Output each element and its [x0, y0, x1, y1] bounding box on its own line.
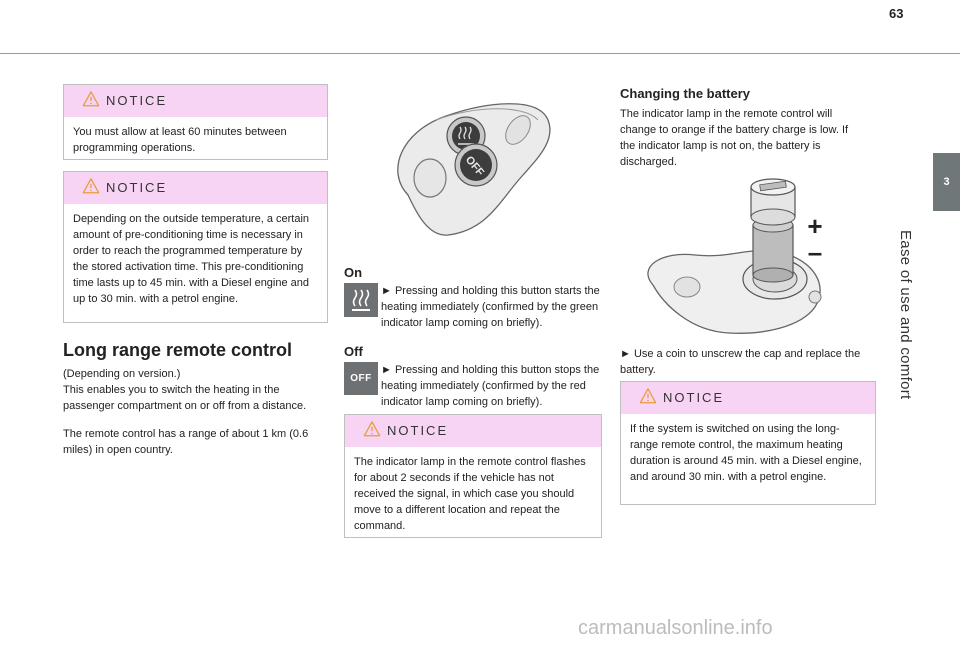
paragraph-description: This enables you to switch the heating i… [63, 384, 307, 412]
notice-text: Depending on the outside temperature, a … [73, 213, 310, 305]
off-icon-label: OFF [350, 373, 372, 384]
notice-header: NOTICE [64, 172, 327, 204]
heading-on: On [344, 265, 363, 280]
notice-text: You must allow at least 60 minutes betwe… [73, 126, 287, 154]
notice-box-3: NOTICE The indicator lamp in the remote … [344, 414, 602, 538]
remote-control-illustration: OFF [397, 103, 551, 236]
notice-box-4: NOTICE If the system is switched on usin… [620, 381, 876, 505]
header-rule [0, 53, 960, 54]
on-text: ► Pressing and holding this button start… [381, 285, 600, 329]
notice-box-2: NOTICE Depending on the outside temperat… [63, 171, 328, 323]
battery-replacement-illustration: + – [647, 178, 823, 334]
chapter-title-text: Ease of use and comfort [897, 230, 914, 400]
section-heading-remote: Long range remote control [63, 340, 293, 360]
chapter-title: Ease of use and comfort [880, 230, 930, 430]
notice-header: NOTICE [345, 415, 601, 447]
heading-changing-battery: Changing the battery [620, 86, 751, 101]
notice-header: NOTICE [621, 382, 875, 414]
watermark: carmanualsonline.info [578, 617, 773, 639]
on-description: ► Pressing and holding this button start… [344, 283, 601, 331]
warning-icon [82, 178, 100, 194]
off-text: ► Pressing and holding this button stops… [381, 364, 600, 408]
warning-icon [639, 388, 657, 404]
notice-box-1: NOTICE You must allow at least 60 minute… [63, 84, 328, 160]
notice-title: NOTICE [663, 390, 725, 405]
notice-header: NOTICE [64, 85, 327, 117]
heating-on-icon [344, 283, 378, 317]
notice-text: If the system is switched on using the l… [630, 423, 862, 483]
page-number: 63 [889, 6, 904, 21]
notice-title: NOTICE [106, 93, 168, 108]
battery-minus-sign: – [808, 237, 822, 267]
heading-off: Off [344, 344, 363, 359]
chapter-tab[interactable]: 3 [933, 153, 960, 211]
notice-title: NOTICE [106, 180, 168, 195]
notice-text: The indicator lamp in the remote control… [354, 456, 586, 532]
paragraph-version: (Depending on version.) [63, 368, 181, 380]
battery-intro: The indicator lamp in the remote control… [620, 108, 849, 168]
warning-icon [363, 421, 381, 437]
warning-icon [82, 91, 100, 107]
paragraph-range: The remote control has a range of about … [63, 428, 309, 456]
battery-step: ► Use a coin to unscrew the cap and repl… [620, 348, 861, 376]
off-description: ► Pressing and holding this button stops… [344, 362, 601, 410]
battery-plus-sign: + [807, 211, 822, 241]
heating-off-icon: OFF [344, 362, 378, 395]
notice-title: NOTICE [387, 423, 449, 438]
